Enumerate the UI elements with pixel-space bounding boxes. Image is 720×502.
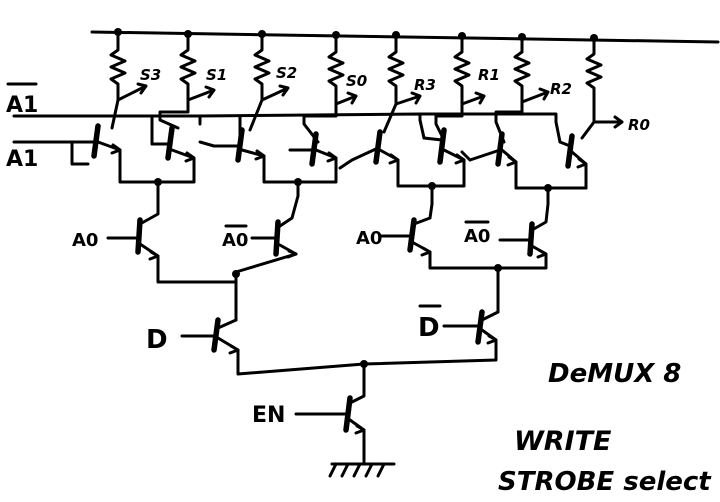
resistor-3 (253, 32, 271, 102)
label-a0-bar-left: A0 (222, 230, 248, 251)
diagram-title: DeMUX 8 (548, 359, 681, 389)
out-arrow-r0 (592, 115, 624, 129)
label-output: S1 (206, 66, 227, 84)
output-labels: S3 S1 S2 S0 R3 R1 R2 R0 (140, 64, 650, 134)
label-output: R3 (414, 76, 436, 94)
transistor-t1 (91, 123, 122, 178)
pair-bar-3 (396, 176, 466, 206)
resistor-8 (585, 36, 603, 124)
transistor-en (294, 362, 366, 466)
label-d: D (146, 325, 168, 355)
out-arrow-r1 (460, 91, 486, 106)
transistor-t7 (468, 131, 518, 190)
resistor-6 (453, 34, 471, 106)
caption-line-1: WRITE (514, 426, 612, 457)
resistor-5 (387, 33, 405, 106)
load-resistors (109, 30, 603, 124)
top-transistors (91, 123, 588, 190)
a1-bar-line-branches (150, 114, 562, 146)
resistor-2 (179, 32, 197, 102)
transistor-a0-bar-left (250, 194, 300, 259)
resistor-1 (109, 30, 127, 102)
label-d-bar: D (418, 313, 440, 343)
transistor-t8 (558, 133, 588, 190)
label-output: S3 (140, 66, 161, 84)
caption-line-2: STROBE select (498, 467, 712, 497)
pair-junctions (154, 178, 552, 192)
label-output: R2 (550, 80, 572, 98)
a1-bar-line (12, 112, 558, 126)
label-output: S2 (276, 64, 297, 82)
label-a1: A1 (6, 147, 38, 172)
transistor-a0-right (378, 202, 500, 270)
label-output: R0 (628, 116, 650, 134)
transistor-t6 (422, 127, 466, 180)
ground-symbol (328, 462, 396, 478)
collector-leads (110, 98, 596, 144)
transistor-t4 (300, 131, 338, 180)
data-transistors (180, 309, 500, 376)
transistor-a0-bar-right (496, 202, 550, 270)
transistor-t5 (350, 129, 400, 180)
label-a0-left: A0 (72, 230, 98, 251)
label-output: R1 (478, 66, 500, 84)
transistor-d (180, 317, 366, 376)
mid-junctions (232, 264, 502, 278)
transistor-a0-left (106, 194, 238, 284)
label-en: EN (252, 403, 285, 428)
label-a0-bar-right: A0 (464, 226, 490, 247)
label-a1-bar: A1 (6, 93, 38, 118)
out-arrow-r3 (394, 91, 422, 106)
mid-node-left (234, 252, 298, 322)
out-arrow-s0 (334, 91, 358, 106)
out-arrow-s1 (186, 85, 216, 102)
out-arrow-r2 (520, 87, 550, 104)
transistor-t3 (212, 127, 266, 178)
resistor-4 (327, 33, 345, 106)
out-arrow-s3 (116, 82, 148, 102)
transistor-d-bar (362, 309, 500, 366)
power-rail (90, 30, 720, 44)
resistor-7 (513, 35, 531, 104)
label-a0-right: A0 (356, 228, 382, 249)
transistor-t2 (150, 125, 196, 178)
out-arrow-s2 (260, 84, 290, 102)
output-arrows (116, 82, 624, 129)
label-output: S0 (346, 72, 367, 90)
a1-line-branches (198, 140, 472, 170)
